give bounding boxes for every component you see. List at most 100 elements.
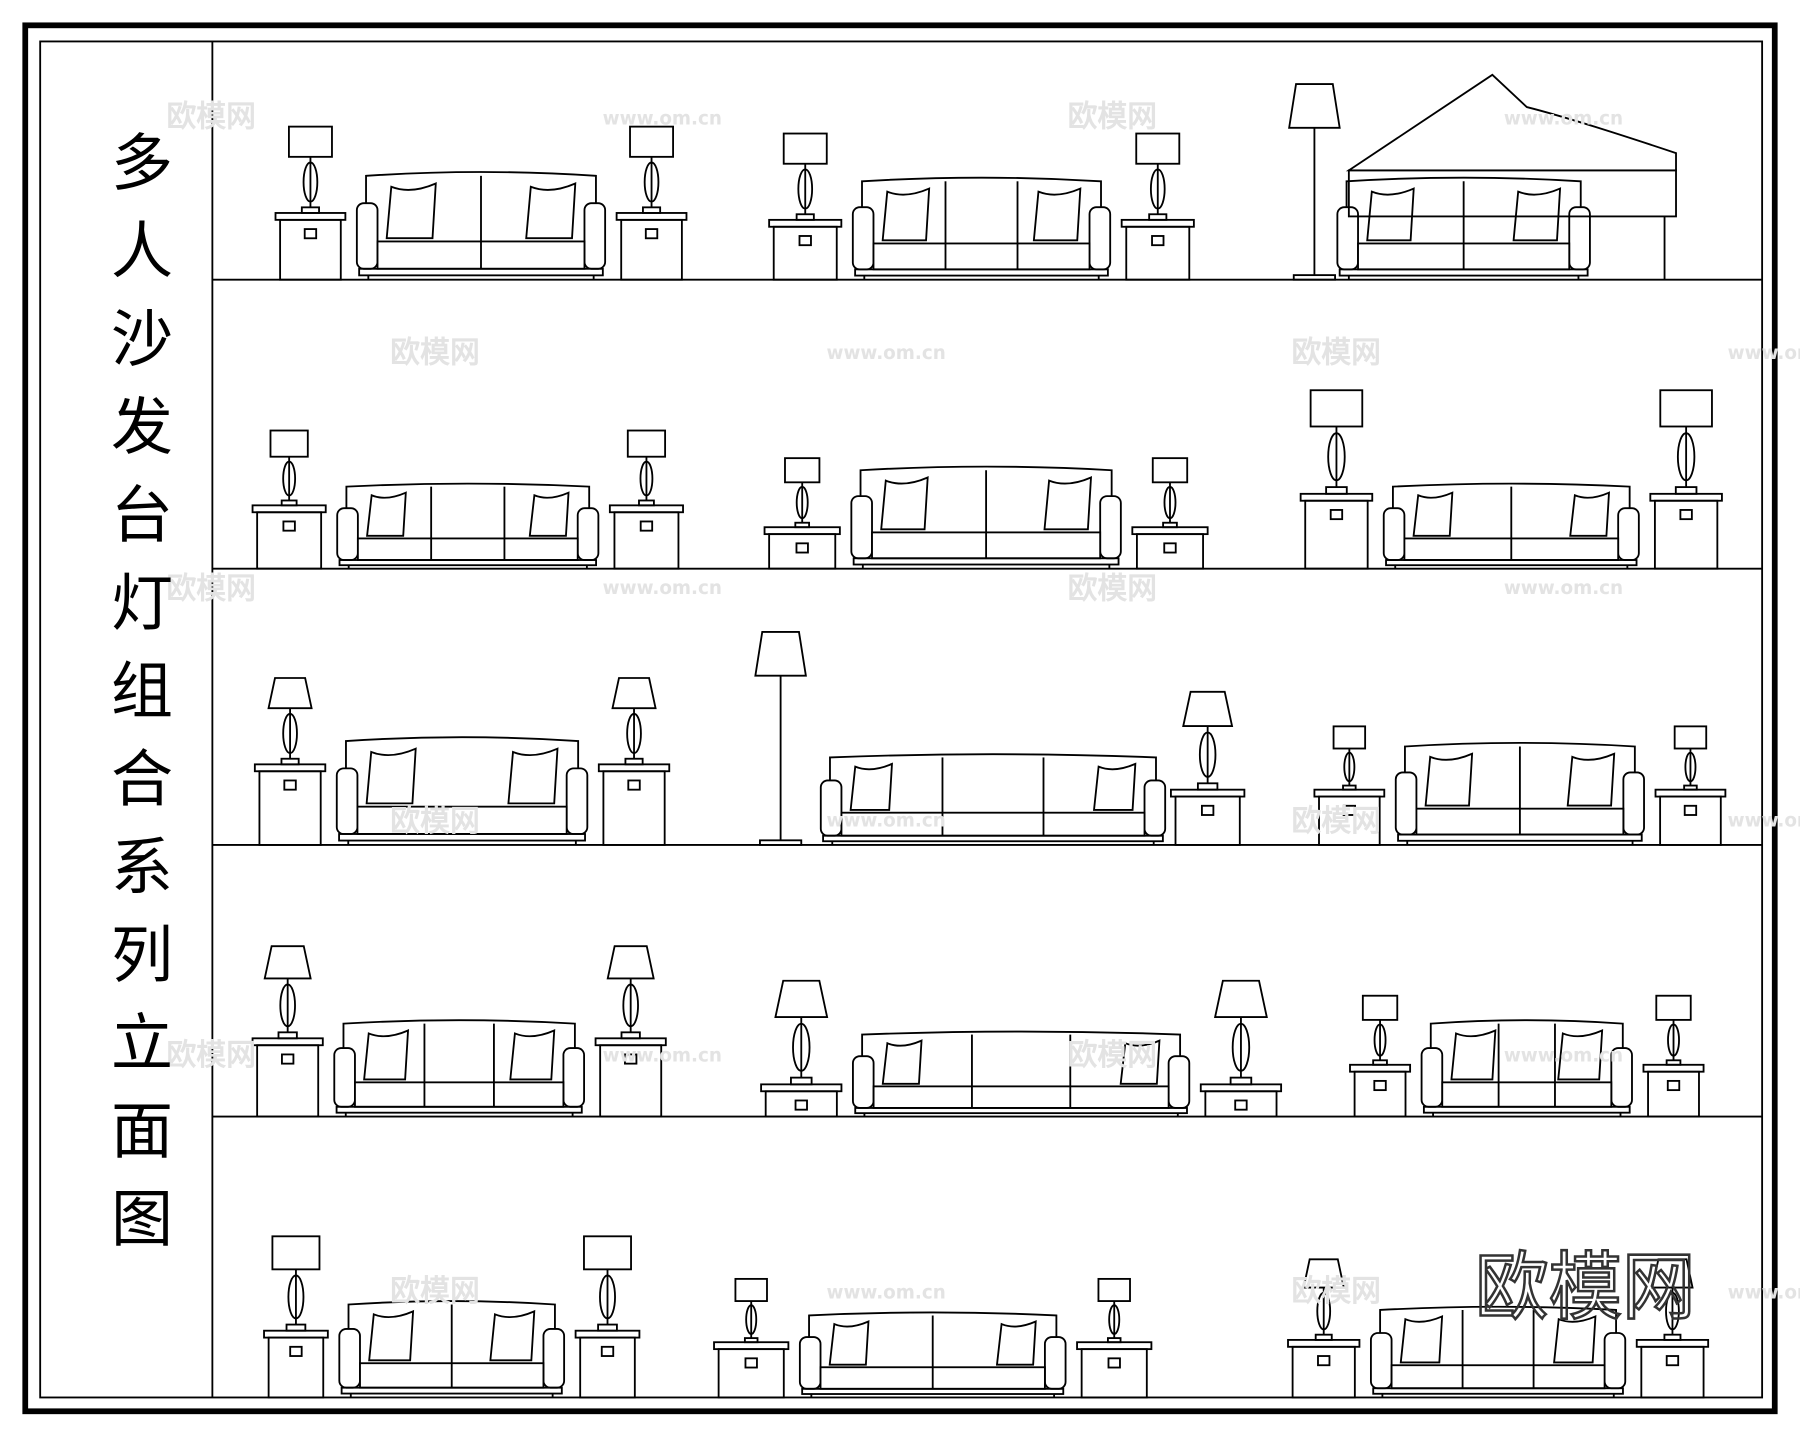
table-lamp xyxy=(1361,994,1399,1066)
table-top xyxy=(1649,492,1723,502)
table-lamp xyxy=(734,1277,768,1344)
sofa-back xyxy=(829,753,1157,832)
sofa-arm-left xyxy=(338,1328,361,1389)
sofa-seat xyxy=(872,1085,1170,1109)
sofa-plinth xyxy=(854,268,1109,277)
sofa-back xyxy=(365,171,597,264)
lamp-base xyxy=(1663,1333,1682,1341)
drawer-pull xyxy=(627,779,641,791)
sofa-back xyxy=(345,482,591,556)
sofa xyxy=(819,753,1167,845)
table-body xyxy=(279,218,342,281)
sofa-arm-left xyxy=(1394,771,1418,836)
side-table xyxy=(760,1083,843,1118)
drawer-pull xyxy=(600,1345,615,1357)
sofa-seat xyxy=(1441,1081,1613,1108)
sofa-plinth xyxy=(1372,1387,1624,1395)
table-lamp xyxy=(626,429,667,507)
lamp-shade xyxy=(1182,690,1234,727)
lamp-shade xyxy=(626,429,667,458)
table-lamp xyxy=(1332,725,1367,791)
table-body xyxy=(1318,795,1381,846)
watermark-url: www.om.cn xyxy=(1504,578,1623,599)
table-body xyxy=(1125,225,1191,281)
sofa-arm-right xyxy=(576,507,600,561)
side-table xyxy=(1649,492,1723,570)
lamp-shade xyxy=(784,457,821,484)
throw-pillow xyxy=(363,1029,410,1081)
lamp-base xyxy=(759,839,803,846)
table-body xyxy=(1291,1345,1356,1399)
table-lamp xyxy=(1151,457,1189,529)
sofa-plinth xyxy=(1397,833,1643,842)
watermark-text: 欧模网 xyxy=(1068,572,1158,607)
lamp-base xyxy=(277,1031,298,1040)
table-body xyxy=(1080,1348,1148,1399)
sofa-seat xyxy=(1390,1364,1606,1390)
sofa-arm-right xyxy=(542,1328,566,1389)
lamp-shade xyxy=(1151,457,1189,484)
side-table xyxy=(608,504,684,570)
inner-border xyxy=(39,40,1764,1399)
table-body xyxy=(1640,1345,1705,1399)
drawer-pull xyxy=(1200,804,1215,816)
sofa-arm-right xyxy=(1043,1336,1067,1390)
sofa-set-3-piano xyxy=(1288,73,1677,281)
lamp-shade xyxy=(271,1235,321,1271)
sofa-arm-left xyxy=(1420,1047,1444,1108)
side-table xyxy=(768,218,843,281)
lamp-shade xyxy=(1288,83,1341,129)
drawer-pull xyxy=(795,542,809,554)
table-top xyxy=(574,1329,641,1339)
sofa-set-9 xyxy=(1313,725,1727,846)
side-table xyxy=(1642,1063,1705,1118)
table-body xyxy=(772,225,838,281)
drawer-pull xyxy=(1666,1079,1681,1092)
drawer-pull xyxy=(1373,1079,1387,1092)
sofa-plinth xyxy=(822,834,1164,843)
throw-pillow xyxy=(1366,187,1415,242)
sofa-arm-right xyxy=(1088,206,1112,271)
table-top xyxy=(608,504,684,514)
throw-pillow xyxy=(995,1320,1037,1366)
table-top xyxy=(760,1083,843,1093)
sofa-arm-left xyxy=(851,206,875,271)
lamp-base xyxy=(1314,1333,1333,1341)
table-top xyxy=(713,1341,790,1351)
drawer-pull xyxy=(1317,1355,1331,1367)
table-lamp xyxy=(1213,979,1268,1086)
lamp-base xyxy=(1196,782,1219,791)
watermark-text: 欧模网 xyxy=(1291,336,1381,371)
throw-pillow xyxy=(1557,1029,1604,1081)
sofa-set-10 xyxy=(251,945,667,1118)
sofa-arm-left xyxy=(852,1055,875,1109)
table-top xyxy=(768,218,843,228)
lamp-base xyxy=(1325,486,1348,495)
side-table xyxy=(1199,1083,1283,1118)
table-top xyxy=(597,763,671,773)
table-body xyxy=(1304,499,1369,570)
table-lamp xyxy=(784,457,821,529)
throw-pillow xyxy=(525,182,577,240)
drawer-pull xyxy=(1329,509,1344,521)
throw-pillow xyxy=(528,491,570,537)
table-top xyxy=(1313,788,1386,798)
table-top xyxy=(253,763,327,773)
sofa-arm-left xyxy=(1369,1332,1393,1390)
sofa-seat xyxy=(354,1081,565,1108)
outer-border xyxy=(22,22,1778,1415)
sofa-set-12 xyxy=(1349,994,1705,1118)
watermark-text: 欧模网 xyxy=(1291,1274,1381,1309)
sofa-plinth xyxy=(338,559,597,567)
throw-pillow xyxy=(881,1039,923,1085)
sofa-plinth xyxy=(1385,559,1638,567)
sofa-set-6 xyxy=(1299,389,1723,570)
table-body xyxy=(256,1044,320,1118)
table-lamp xyxy=(1309,389,1364,495)
sofa-set-4 xyxy=(251,429,684,570)
watermark-text: 欧模网 xyxy=(390,336,480,371)
sofa xyxy=(355,171,607,280)
table-lamp xyxy=(1182,690,1234,791)
sofa-set-8 xyxy=(754,631,1246,846)
